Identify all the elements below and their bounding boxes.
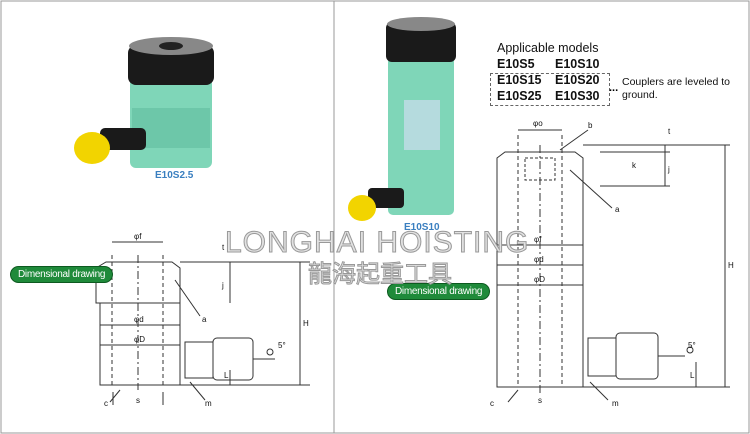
model-label-left: E10S2.5 bbox=[155, 170, 194, 181]
dim-m: m bbox=[205, 399, 212, 408]
model-item: E10S20 bbox=[555, 73, 600, 87]
cylinder-photo-tall bbox=[348, 17, 456, 221]
dim-a: a bbox=[615, 205, 620, 214]
dim-angle: 5° bbox=[278, 341, 286, 350]
watermark-en: LONGHAI HOISTING bbox=[224, 226, 530, 260]
dim-t: t bbox=[222, 243, 225, 252]
dim-m: m bbox=[612, 399, 619, 408]
dim-H: H bbox=[303, 319, 309, 328]
dim-phi-D: φD bbox=[134, 335, 145, 344]
dim-phi-d: φd bbox=[134, 315, 144, 324]
coupler-models-box bbox=[490, 73, 610, 106]
dim-j: j bbox=[667, 165, 670, 174]
dim-s: s bbox=[136, 396, 140, 405]
dim-angle: 5° bbox=[688, 341, 696, 350]
model-item: E10S10 bbox=[555, 57, 600, 71]
dim-phi-f: φf bbox=[534, 235, 542, 244]
model-item: E10S25 bbox=[497, 89, 542, 103]
dim-H: H bbox=[728, 261, 734, 270]
dim-phi-o: φo bbox=[533, 119, 543, 128]
dim-k: k bbox=[632, 161, 637, 170]
right-dimensional-drawing bbox=[496, 129, 730, 403]
dim-c: c bbox=[490, 399, 494, 408]
model-label-right: E10S10 bbox=[404, 222, 440, 233]
dim-phi-f: φf bbox=[134, 232, 142, 241]
dimensional-drawing-badge-left: Dimensional drawing bbox=[10, 266, 114, 283]
dim-L: L bbox=[224, 371, 229, 380]
dim-t: t bbox=[668, 127, 671, 136]
applicable-models-title: Applicable models bbox=[497, 41, 599, 55]
dim-phi-d: φd bbox=[534, 255, 544, 264]
ellipsis: ... bbox=[609, 82, 619, 94]
dim-phi-D: φD bbox=[534, 275, 545, 284]
dim-j: j bbox=[221, 281, 224, 290]
dim-s: s bbox=[538, 396, 542, 405]
model-item: E10S15 bbox=[497, 73, 542, 87]
dim-a: a bbox=[202, 315, 207, 324]
dim-c: c bbox=[104, 399, 108, 408]
model-item: E10S30 bbox=[555, 89, 600, 103]
coupler-note: Couplers are leveled to ground. bbox=[622, 76, 730, 101]
dim-L: L bbox=[690, 371, 695, 380]
dim-b: b bbox=[588, 121, 593, 130]
cylinder-photo-small bbox=[74, 37, 214, 168]
watermark-zh: 龍海起重工具 bbox=[308, 261, 453, 289]
dimensional-drawing-badge-right: Dimensional drawing bbox=[387, 283, 491, 300]
model-item: E10S5 bbox=[497, 57, 535, 71]
